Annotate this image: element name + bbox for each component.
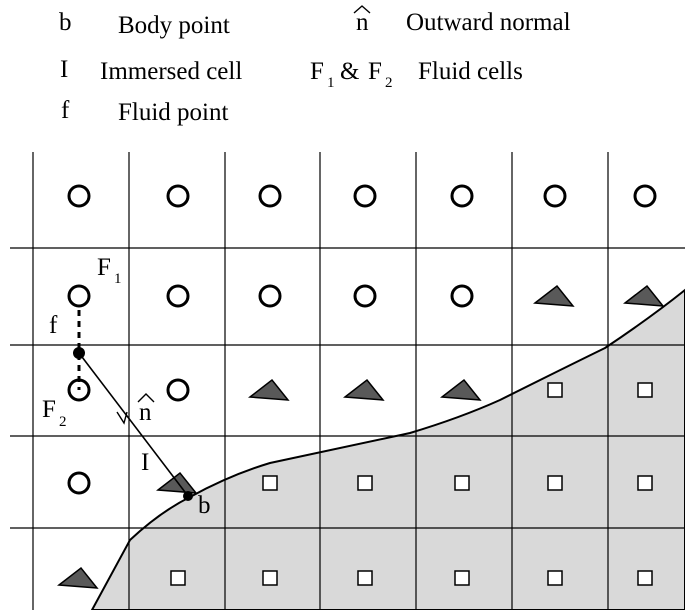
fluid-cell-circle: [67, 184, 91, 208]
label-F2-subscript: 2: [59, 414, 67, 430]
body-cell-square: [547, 382, 563, 398]
fluid-cell-circle: [166, 284, 190, 308]
solid-body-region: [90, 288, 685, 610]
body-cell-square: [454, 570, 470, 586]
fluid-cell-circle: [543, 184, 567, 208]
immersed-cell-triangle: [57, 566, 99, 589]
legend-immersed-text: Immersed cell: [100, 58, 242, 85]
legend-fluid-cells-sub1: 1: [327, 75, 335, 91]
label-F2: F: [42, 396, 56, 423]
legend-fluid-cells-sub2: 2: [385, 75, 393, 91]
legend-normal-hat: [353, 5, 371, 14]
fluid-cell-circle: [67, 284, 91, 308]
legend-fluid-cells-F1: F: [310, 58, 324, 85]
normal-line: [78, 352, 189, 497]
legend-fluid-cells-text: Fluid cells: [418, 58, 523, 85]
grid-lines: [10, 152, 685, 610]
cell-symbols: [57, 184, 665, 589]
fluid-cell-circle: [450, 284, 474, 308]
fluid-cell-circle: [633, 184, 657, 208]
legend-fluid-cells-F2: F: [368, 58, 382, 85]
label-F1-subscript: 1: [114, 271, 122, 287]
fluid-cell-circle: [67, 471, 91, 495]
legend-body-point-symbol: b: [59, 9, 72, 36]
body-cell-square: [170, 570, 186, 586]
immersed-cell-triangle: [343, 378, 385, 401]
immersed-cell-triangle: [623, 284, 665, 307]
immersed-cell-triangle: [248, 378, 290, 401]
legend-normal-symbol: n: [356, 9, 369, 36]
immersed-cell-triangle: [533, 284, 575, 307]
fluid-cell-circle: [166, 378, 190, 402]
normal-arrow-head: [116, 411, 128, 425]
label-f: f: [49, 312, 58, 339]
body-cell-square: [637, 570, 653, 586]
immersed-cell-triangle: [156, 471, 198, 494]
body-cell-square: [454, 475, 470, 491]
label-F1: F: [97, 254, 111, 281]
fluid-cell-circle: [450, 184, 474, 208]
legend-immersed-symbol: I: [60, 56, 68, 83]
fluid-cell-circle: [258, 184, 282, 208]
label-b: b: [198, 492, 211, 519]
label-n-hat: [137, 393, 155, 403]
legend: b Body point n Outward normal I Immersed…: [59, 5, 571, 126]
body-cell-square: [637, 475, 653, 491]
immersed-cell-triangle: [440, 378, 482, 401]
fluid-cell-circle: [353, 184, 377, 208]
legend-body-point-text: Body point: [118, 12, 230, 39]
fluid-cell-circle: [258, 284, 282, 308]
body-cell-square: [547, 570, 563, 586]
label-n: n: [139, 399, 152, 426]
body-cell-square: [357, 475, 373, 491]
legend-fluid-cells-amp: &: [340, 58, 359, 85]
label-I: I: [141, 449, 149, 476]
fluid-cell-circle: [166, 184, 190, 208]
legend-normal-text: Outward normal: [406, 9, 571, 36]
body-cell-square: [262, 570, 278, 586]
body-cell-square: [547, 475, 563, 491]
fluid-cell-circle: [353, 284, 377, 308]
legend-fluid-point-text: Fluid point: [118, 99, 228, 126]
body-cell-square: [262, 475, 278, 491]
body-cell-square: [357, 570, 373, 586]
legend-fluid-point-symbol: f: [61, 97, 70, 124]
body-point-dot: [183, 491, 193, 501]
fluid-point-dot: [73, 347, 85, 359]
body-cell-square: [637, 382, 653, 398]
